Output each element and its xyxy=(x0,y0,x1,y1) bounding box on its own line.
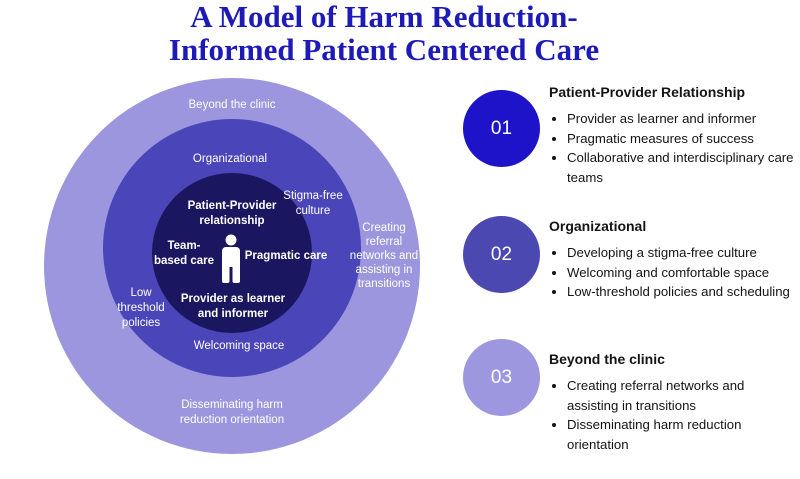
page-title: A Model of Harm Reduction- Informed Pati… xyxy=(0,0,768,66)
list-item: Low-threshold policies and scheduling xyxy=(567,282,799,302)
section-title: Organizational xyxy=(549,218,647,234)
outer-label-right-line: referral xyxy=(366,236,402,248)
section-02: Organizational Developing a stigma-free … xyxy=(549,217,799,302)
core-label-right: Pragmatic care xyxy=(245,250,327,262)
middle-label-left-line: Low xyxy=(130,287,152,299)
middle-label-right: Stigma-free culture xyxy=(283,190,342,217)
middle-label-right-line: culture xyxy=(296,205,331,217)
list-item: Pragmatic measures of success xyxy=(567,129,799,149)
list-item: Provider as learner and informer xyxy=(567,109,799,129)
section-03: Beyond the clinic Creating referral netw… xyxy=(549,350,799,454)
outer-label-right-line: transitions xyxy=(358,278,411,290)
section-badge-02: 02 xyxy=(463,216,540,293)
section-list: Creating referral networks and assisting… xyxy=(549,376,799,454)
section-title: Patient-Provider Relationship xyxy=(549,84,746,100)
section-list: Provider as learner and informer Pragmat… xyxy=(549,109,799,187)
middle-label-bottom: Welcoming space xyxy=(194,340,285,352)
list-item: Developing a stigma-free culture xyxy=(567,243,799,263)
outer-label-right-line: networks and xyxy=(350,250,418,262)
title-line-2: Informed Patient Centered Care xyxy=(168,32,600,67)
core-label-left-line: Team- xyxy=(167,240,200,252)
core-label-left: Team- based care xyxy=(154,240,214,267)
core-label-left-line: based care xyxy=(154,255,214,267)
outer-label-bottom-line: reduction orientation xyxy=(180,414,284,426)
section-title: Beyond the clinic xyxy=(549,351,665,367)
middle-label-right-line: Stigma-free xyxy=(283,190,342,202)
core-label-top: Patient-Provider relationship xyxy=(188,200,277,227)
middle-label-left-line: policies xyxy=(122,317,161,329)
outer-label-right: Creating referral networks and assisting… xyxy=(350,222,418,290)
list-item: Creating referral networks and assisting… xyxy=(567,376,799,415)
title-line-1: A Model of Harm Reduction- xyxy=(190,0,578,34)
section-badge-03: 03 xyxy=(463,339,540,416)
section-number: 02 xyxy=(490,243,513,265)
middle-label-top: Organizational xyxy=(193,153,267,165)
outer-label-bottom: Disseminating harm reduction orientation xyxy=(180,399,284,426)
list-item: Welcoming and comfortable space xyxy=(567,263,799,283)
core-label-bottom-line: Provider as learner xyxy=(181,293,286,305)
core-label-top-line: relationship xyxy=(199,215,264,227)
outer-label-right-line: Creating xyxy=(362,222,405,234)
outer-label-top: Beyond the clinic xyxy=(189,99,276,111)
middle-label-left: Low threshold policies xyxy=(117,287,164,329)
section-01: Patient-Provider Relationship Provider a… xyxy=(549,83,799,187)
section-list: Developing a stigma-free culture Welcomi… xyxy=(549,243,799,302)
section-number: 01 xyxy=(490,117,513,139)
core-label-top-line: Patient-Provider xyxy=(188,200,277,212)
middle-label-left-line: threshold xyxy=(117,302,164,314)
section-number: 03 xyxy=(490,366,513,388)
section-badge-01: 01 xyxy=(463,90,540,167)
list-item: Collaborative and interdisciplinary care… xyxy=(567,148,799,187)
outer-label-right-line: assisting in xyxy=(356,264,413,276)
person-icon xyxy=(222,234,240,283)
outer-label-bottom-line: Disseminating harm xyxy=(181,399,283,411)
core-label-bottom: Provider as learner and informer xyxy=(181,293,286,320)
core-label-bottom-line: and informer xyxy=(198,308,269,320)
list-item: Disseminating harm reduction orientation xyxy=(567,415,799,454)
